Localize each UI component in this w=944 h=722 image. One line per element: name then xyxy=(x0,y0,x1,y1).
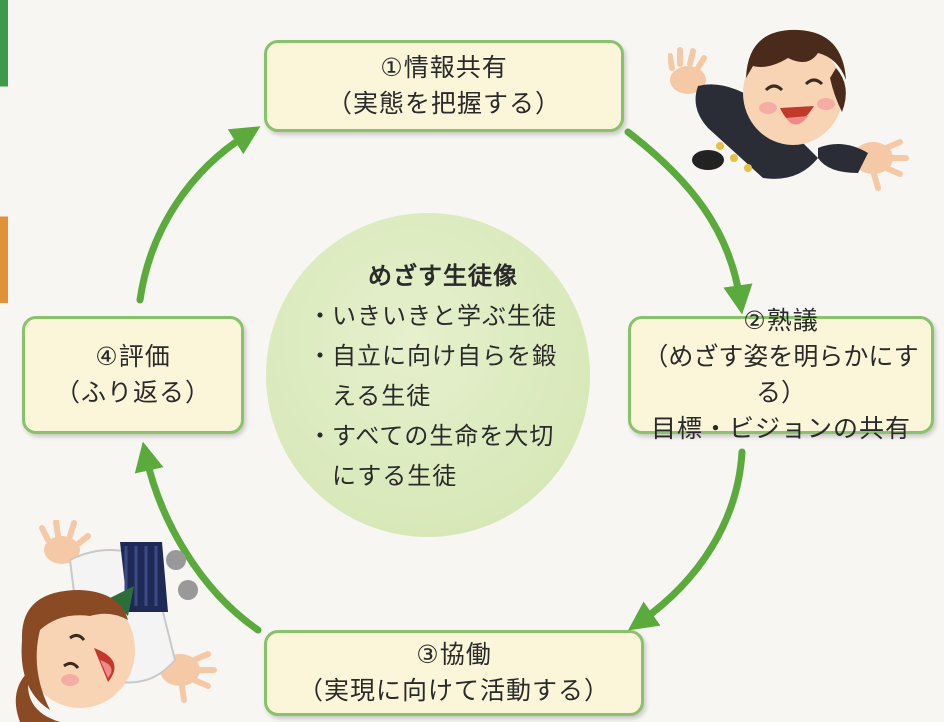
center-item-text: える生徒 xyxy=(332,382,432,410)
step-3-box: ③協働 （実現に向けて活動する） xyxy=(264,630,644,716)
center-item: ・ いきいきと学ぶ生徒 xyxy=(308,296,588,336)
center-item: ・ 自立に向け自らを鍛 xyxy=(308,336,588,376)
center-item-text: 自立に向け自らを鍛 xyxy=(332,342,557,370)
center-item-continuation: にする生徒 xyxy=(308,456,588,496)
arrow-4-to-1 xyxy=(136,126,261,304)
page-edge-decoration xyxy=(0,0,8,722)
bullet: ・ xyxy=(308,422,333,450)
step-1-detail: （実態を把握する） xyxy=(326,89,561,118)
center-item-text: すべての生命を大切 xyxy=(332,422,555,450)
center-item-continuation: える生徒 xyxy=(308,376,588,416)
girl-student-illustration xyxy=(15,520,217,722)
center-title: めざす生徒像 xyxy=(368,262,518,290)
bullet: ・ xyxy=(308,342,333,370)
bullet: ・ xyxy=(308,302,333,330)
step-1-title: ①情報共有 xyxy=(380,53,508,82)
step-2-title: ②熟議 xyxy=(743,306,819,335)
step-2-extra: 目標・ビジョンの共有 xyxy=(650,414,911,443)
step-2-detail: （めざす姿を明らかにする） xyxy=(643,342,919,407)
center-item-text: にする生徒 xyxy=(332,462,458,490)
step-4-box: ④評価 （ふり返る） xyxy=(22,316,244,434)
step-4-detail: （ふり返る） xyxy=(54,378,211,407)
center-circle xyxy=(266,213,590,537)
arrow-2-to-3 xyxy=(627,448,746,631)
center-item-text: いきいきと学ぶ生徒 xyxy=(332,302,557,330)
arrow-3-to-4 xyxy=(134,441,262,634)
step-4-title: ④評価 xyxy=(95,342,171,371)
center-item: ・ すべての生命を大切 xyxy=(308,416,588,456)
step-3-title: ③協働 xyxy=(416,640,492,669)
arrow-1-to-2 xyxy=(624,128,753,315)
student-ideal-panel: めざす生徒像 ・ いきいきと学ぶ生徒 ・ 自立に向け自らを鍛 える生徒 ・ すべ… xyxy=(308,256,588,496)
step-2-box: ②熟議 （めざす姿を明らかにする） 目標・ビジョンの共有 xyxy=(628,306,934,443)
step-3-detail: （実現に向けて活動する） xyxy=(297,676,610,705)
boy-student-illustration xyxy=(668,29,909,191)
step-1-box: ①情報共有 （実態を把握する） xyxy=(264,40,624,132)
